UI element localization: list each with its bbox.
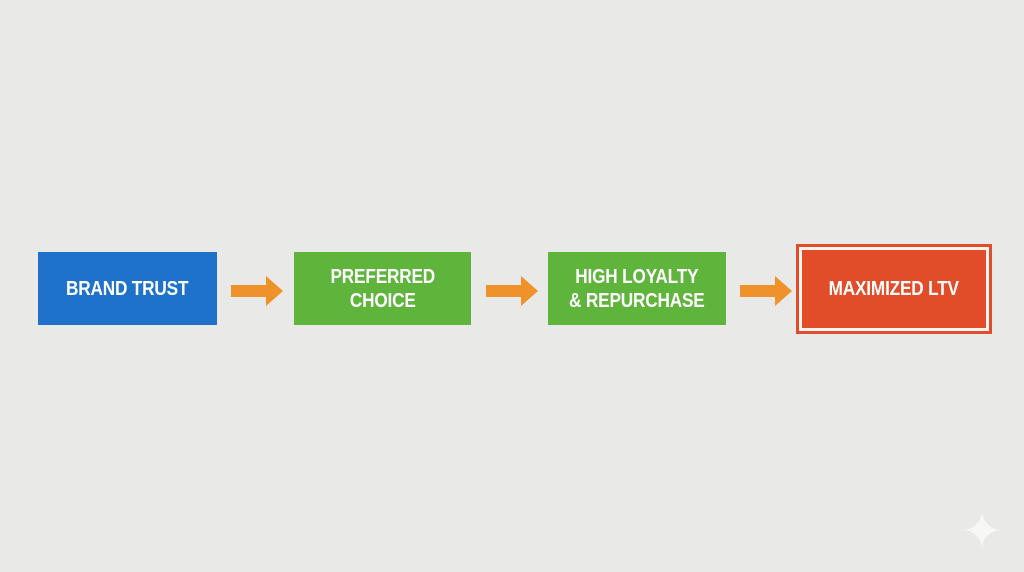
arrow-right-icon [231,276,283,306]
sparkle-icon [964,512,1000,548]
step-label: BRAND TRUST [66,277,189,300]
arrow-right-icon [486,276,538,306]
step-brand-trust: BRAND TRUST [38,252,217,325]
step-high-loyalty-repurchase: HIGH LOYALTY & REPURCHASE [548,252,726,325]
step-label: PREFERRED CHOICE [330,265,435,312]
step-preferred-choice: PREFERRED CHOICE [294,252,471,325]
step-label: MAXIMIZED LTV [828,278,960,300]
arrow-right-icon [740,276,792,306]
step-maximized-ltv: MAXIMIZED LTV [796,244,992,334]
step-label: HIGH LOYALTY & REPURCHASE [569,265,705,312]
step-maximized-ltv-fill: MAXIMIZED LTV [802,250,986,328]
